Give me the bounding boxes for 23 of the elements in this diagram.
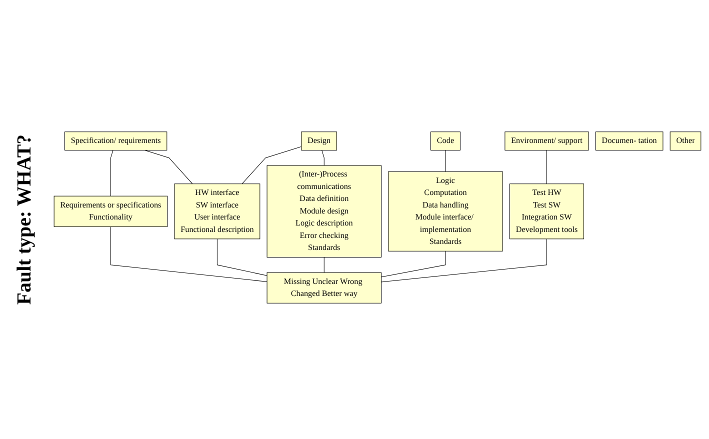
- connector: [216, 238, 268, 276]
- node-box: Other: [670, 132, 702, 150]
- connector: [546, 150, 547, 184]
- node-box: Missing Unclear Wrong Changed Better way: [266, 272, 382, 304]
- node-box: Requirements or specifications Functionality: [54, 196, 168, 227]
- node-box: Test HW Test SW Integration SW Development tools: [509, 184, 584, 240]
- node-box: Environment/ support: [504, 132, 589, 150]
- node-box: (Inter-)Process communications Data definition Module design Logic description Error checking Standards: [266, 165, 382, 258]
- node-box: Design: [301, 132, 337, 150]
- connector: [110, 226, 268, 282]
- connector: [110, 150, 114, 196]
- node-box: HW interface SW interface User interface Functional description: [174, 184, 260, 240]
- node-box: Code: [430, 132, 460, 150]
- axis-title: Fault type: WHAT?: [14, 134, 36, 305]
- connector: [445, 150, 446, 172]
- connector: [380, 238, 547, 282]
- connector: [242, 146, 302, 184]
- connector: [322, 150, 324, 166]
- connector: [380, 250, 446, 278]
- node-box: Logic Computation Data handling Module interface/ implementation Standards: [388, 171, 503, 252]
- node-box: Specification/ requirements: [64, 132, 168, 150]
- node-box: Documen- tation: [595, 132, 664, 150]
- connector: [144, 150, 193, 184]
